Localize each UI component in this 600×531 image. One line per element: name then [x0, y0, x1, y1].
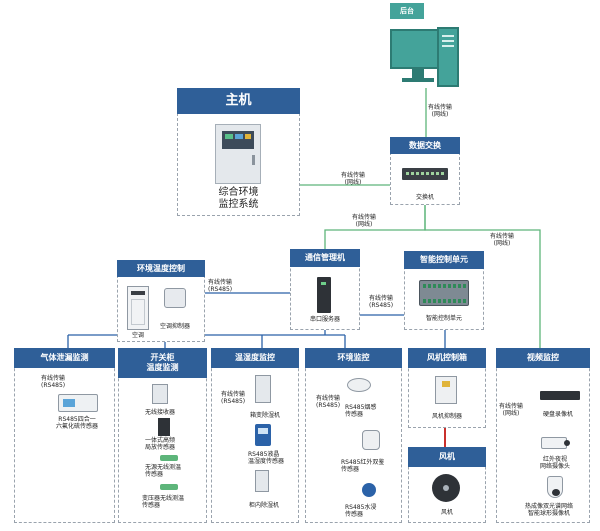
humidity-device-2: RS485液晶温湿度传感器 [248, 451, 285, 465]
gas-title: 气体泄漏监测 [14, 348, 115, 368]
switch-icon [402, 168, 448, 180]
ac-label: 空调 [131, 332, 144, 339]
fanbox-title: 风机控制箱 [408, 348, 486, 368]
link-exchange-video [424, 205, 541, 348]
fan-controller-icon [435, 376, 457, 404]
video-title: 视频监控 [496, 348, 590, 368]
env-device-2: RS485红外双鉴传感器 [341, 459, 385, 473]
envtemp-title: 环境温度控制 [117, 260, 205, 277]
lcd-th-sensor-icon [255, 424, 271, 446]
link-label-backend-exchange: 有线传输(网线) [428, 104, 453, 118]
switchgear-device-2: 一体式高频局放传感器 [145, 437, 176, 451]
wireless-receiver-icon [152, 384, 168, 404]
smart-device-label: 智能控制单元 [425, 315, 462, 322]
smart-unit-icon [419, 280, 469, 306]
exchange-title: 数据交换 [390, 137, 460, 154]
env-link-label: 有线传输(RS485) [316, 395, 341, 409]
env-device-1: RS485烟感传感器 [345, 404, 377, 418]
smart-title: 智能控制单元 [404, 251, 484, 269]
link-label-envtemp-comm: 有线传输(RS485) [208, 279, 233, 293]
fan-title: 风机 [408, 447, 486, 467]
humidity-device-3: 柜内除湿机 [249, 502, 280, 509]
pd-sensor-icon [158, 418, 170, 436]
cabinet-dehumidifier-icon [255, 470, 269, 492]
ac-controller-label: 空调抑制器 [159, 323, 190, 330]
comm-device-label: 串口服务器 [309, 316, 340, 323]
water-sensor-icon [362, 483, 376, 497]
monitor-base [402, 78, 434, 82]
sf6-sensor-icon [58, 394, 98, 412]
link-label-exchange-video: 有线传输(网线) [490, 233, 515, 247]
env-panel [305, 348, 402, 523]
gas-panel [14, 348, 115, 523]
gas-device-label: RS485四合一六氟化硫传感器 [55, 416, 98, 430]
air-conditioner-icon [127, 286, 149, 330]
ac-controller-icon [164, 288, 186, 308]
pc-tower-icon [437, 27, 459, 87]
nvr-icon [540, 391, 580, 400]
backend-computer: 后台 [380, 3, 470, 91]
env-device-3: RS485水浸传感器 [345, 504, 377, 518]
fanbox-device-label: 风机抑制器 [431, 413, 462, 420]
exchange-device-label: 交换机 [415, 194, 434, 201]
humidity-link-label: 有线传输(RS485) [221, 391, 246, 405]
link-label-comm-smart: 有线传输(RS485) [369, 295, 394, 309]
fan-icon [432, 474, 460, 502]
smoke-sensor-icon [347, 378, 371, 392]
host-caption: 综合环境监控系统 [218, 187, 259, 210]
switchgear-title: 开关柜温度监测 [118, 348, 207, 378]
gas-link-label: 有线传输(RS485) [41, 375, 66, 389]
humidity-title: 温湿度监控 [211, 348, 299, 368]
passive-temp-sensor-icon [160, 455, 178, 461]
host-cabinet-icon [215, 124, 261, 184]
host-title: 主机 [177, 88, 300, 114]
video-panel [496, 348, 590, 523]
backend-label: 后台 [390, 3, 424, 19]
link-comm-bus [67, 330, 346, 348]
monitor-stand [412, 69, 424, 78]
serial-server-icon [317, 277, 331, 313]
video-link-label: 有线传输(网线) [499, 403, 524, 417]
link-label-host-exchange: 有线传输(网线) [341, 172, 366, 186]
infrared-sensor-icon [362, 430, 380, 450]
switchgear-device-4: 变压器无线测温传感器 [142, 495, 185, 509]
humidity-device-1: 箱变除湿机 [250, 412, 281, 419]
link-label-exchange-comm: 有线传输(网线) [352, 214, 377, 228]
comm-title: 通信管理机 [290, 249, 360, 267]
ir-camera-icon [541, 437, 570, 449]
env-title: 环境监控 [305, 348, 402, 368]
dehumidifier-icon [255, 375, 271, 403]
video-device-1: 硬盘录像机 [542, 411, 573, 418]
dome-camera-icon [547, 476, 563, 498]
fan-device-label: 风机 [440, 509, 453, 516]
video-device-3: 热成像双光谱网络智能球形摄像机 [524, 503, 573, 517]
switchgear-device-3: 无源无线测温传感器 [145, 464, 182, 478]
video-device-2: 红外夜视网络摄像头 [539, 456, 570, 470]
switchgear-device-1: 无线接收器 [145, 409, 176, 416]
transformer-temp-sensor-icon [160, 484, 178, 490]
